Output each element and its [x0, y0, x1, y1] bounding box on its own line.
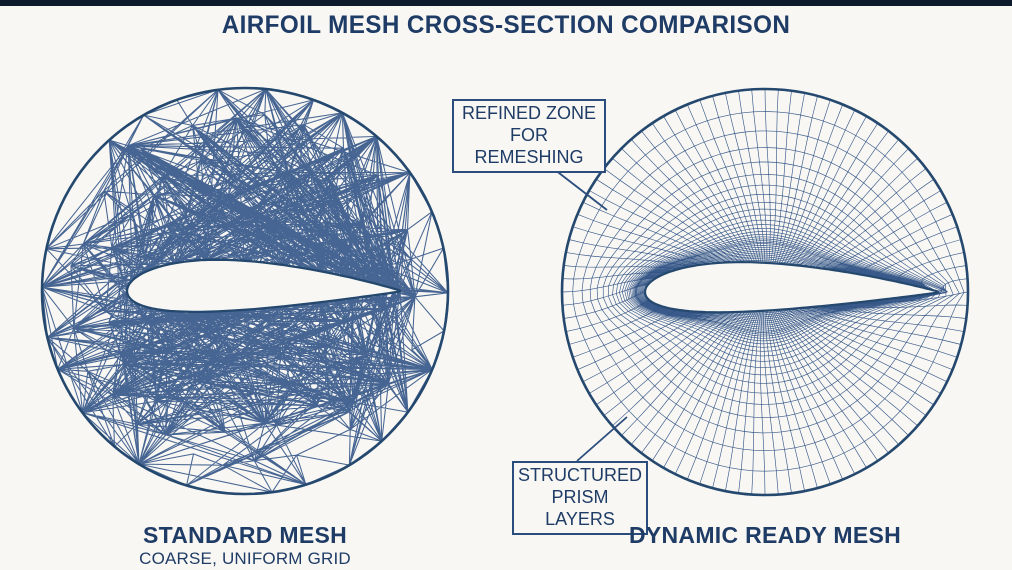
left-panel-subtitle: COARSE, UNIFORM GRID	[139, 549, 351, 568]
right-panel-title: DYNAMIC READY MESH	[628, 522, 902, 548]
dynamic-mesh-diagram	[560, 87, 970, 497]
callout-prism-line2: PRISM LAYERS	[545, 486, 615, 529]
callout-refined-line2: FOR REMESHING	[474, 124, 584, 167]
standard-mesh-diagram	[40, 86, 450, 496]
callout-refined-zone: REFINED ZONE FOR REMESHING	[452, 99, 606, 173]
page-title: AIRFOIL MESH CROSS-SECTION COMPARISON	[221, 11, 791, 39]
top-accent-bar	[0, 0, 1012, 6]
callout-prism-line1: STRUCTURED	[518, 465, 642, 485]
callout-prism-layers: STRUCTURED PRISM LAYERS	[512, 461, 648, 535]
left-panel-title: STANDARD MESH	[142, 522, 348, 548]
callout-refined-line1: REFINED ZONE	[461, 103, 596, 123]
